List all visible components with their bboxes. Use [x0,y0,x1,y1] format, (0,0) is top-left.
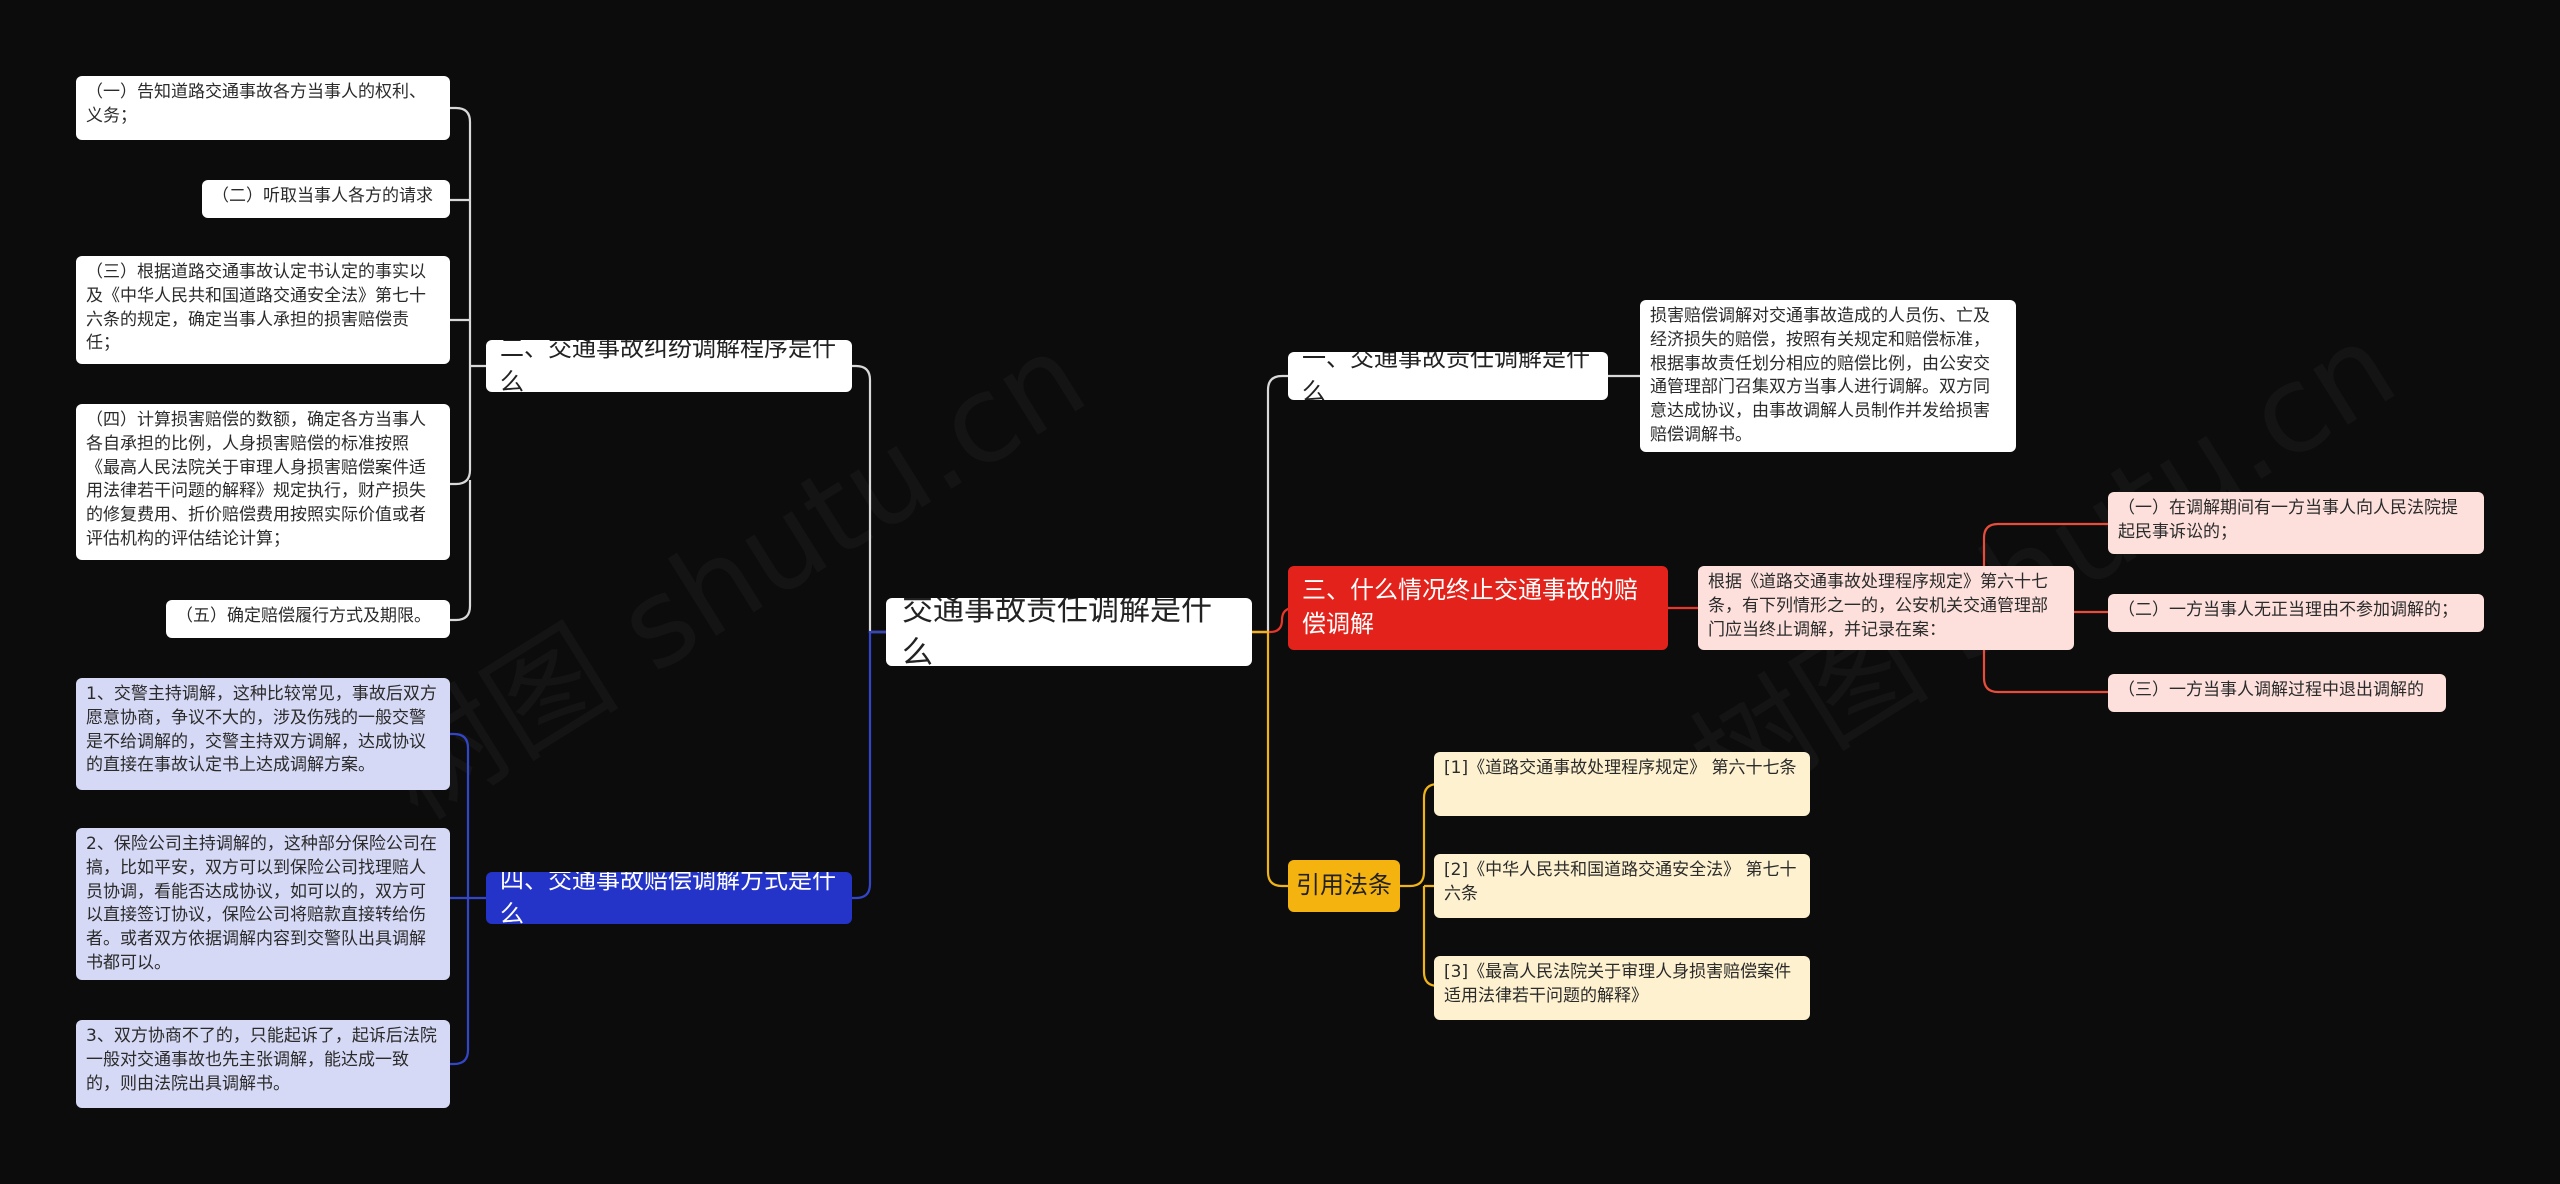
branch-2-item-5[interactable]: （五）确定赔偿履行方式及期限。 [166,600,450,638]
branch-4-item-1[interactable]: 1、交警主持调解，这种比较常见，事故后双方愿意协商，争议不大的，涉及伤残的一般交… [76,678,450,790]
link-refs-items [1400,782,1439,988]
branch-2-item-3[interactable]: （三）根据道路交通事故认定书认定的事实以及《中华人民共和国道路交通安全法》第七十… [76,256,450,364]
branch-4-label: 四、交通事故赔偿调解方式是什么 [500,872,836,924]
refs-node[interactable]: 引用法条 [1288,860,1400,912]
branch-2-label: 二、交通事故纠纷调解程序是什么 [500,340,836,392]
link-root-left-gray [852,364,886,634]
branch-3-item-3[interactable]: （三）一方当事人调解过程中退出调解的 [2108,674,2446,712]
branch-2-item-1[interactable]: （一）告知道路交通事故各方当事人的权利、义务； [76,76,450,140]
branch-4-item-2[interactable]: 2、保险公司主持调解的，这种部分保险公司在搞，比如平安，双方可以到保险公司找理赔… [76,828,450,980]
branch-3-item-2[interactable]: （二）一方当事人无正当理由不参加调解的； [2108,594,2484,632]
branch-1-label: 一、交通事故责任调解是什么 [1302,352,1590,400]
branch-3-label: 三、什么情况终止交通事故的赔偿调解 [1302,576,1638,638]
branch-3-item-1[interactable]: （一）在调解期间有一方当事人向人民法院提起民事诉讼的； [2108,492,2484,554]
link-root-right-gray [1252,374,1288,634]
branch-3-node[interactable]: 三、什么情况终止交通事故的赔偿调解 [1288,566,1668,650]
root-node[interactable]: 交通事故责任调解是什么 [886,598,1252,666]
branch-3-detail[interactable]: 根据《道路交通事故处理程序规定》第六十七条，有下列情形之一的，公安机关交通管理部… [1698,566,2074,650]
refs-item-1[interactable]: [1]《道路交通事故处理程序规定》 第六十七条 [1434,752,1810,816]
link-b4-items [450,732,486,1066]
link-b2-items [450,106,486,622]
refs-item-2[interactable]: [2]《中华人民共和国道路交通安全法》 第七十六条 [1434,854,1810,918]
link-root-left-blue [852,630,886,900]
link-root-right-yellow [1252,630,1288,888]
refs-item-3[interactable]: [3]《最高人民法院关于审理人身损害赔偿案件适用法律若干问题的解释》 [1434,956,1810,1020]
root-label: 交通事故责任调解是什么 [902,598,1212,666]
refs-label: 引用法条 [1296,871,1392,900]
branch-2-item-2[interactable]: （二）听取当事人各方的请求 [202,180,450,218]
branch-1-detail[interactable]: 损害赔偿调解对交通事故造成的人员伤、亡及经济损失的赔偿，按照有关规定和赔偿标准，… [1640,300,2016,452]
branch-2-node[interactable]: 二、交通事故纠纷调解程序是什么 [486,340,852,392]
branch-2-item-4[interactable]: （四）计算损害赔偿的数额，确定各方当事人各自承担的比例，人身损害赔偿的标准按照《… [76,404,450,560]
branch-1-node[interactable]: 一、交通事故责任调解是什么 [1288,352,1608,400]
branch-4-item-3[interactable]: 3、双方协商不了的，只能起诉了，起诉后法院一般对交通事故也先主张调解，能达成一致… [76,1020,450,1108]
branch-4-node[interactable]: 四、交通事故赔偿调解方式是什么 [486,872,852,924]
